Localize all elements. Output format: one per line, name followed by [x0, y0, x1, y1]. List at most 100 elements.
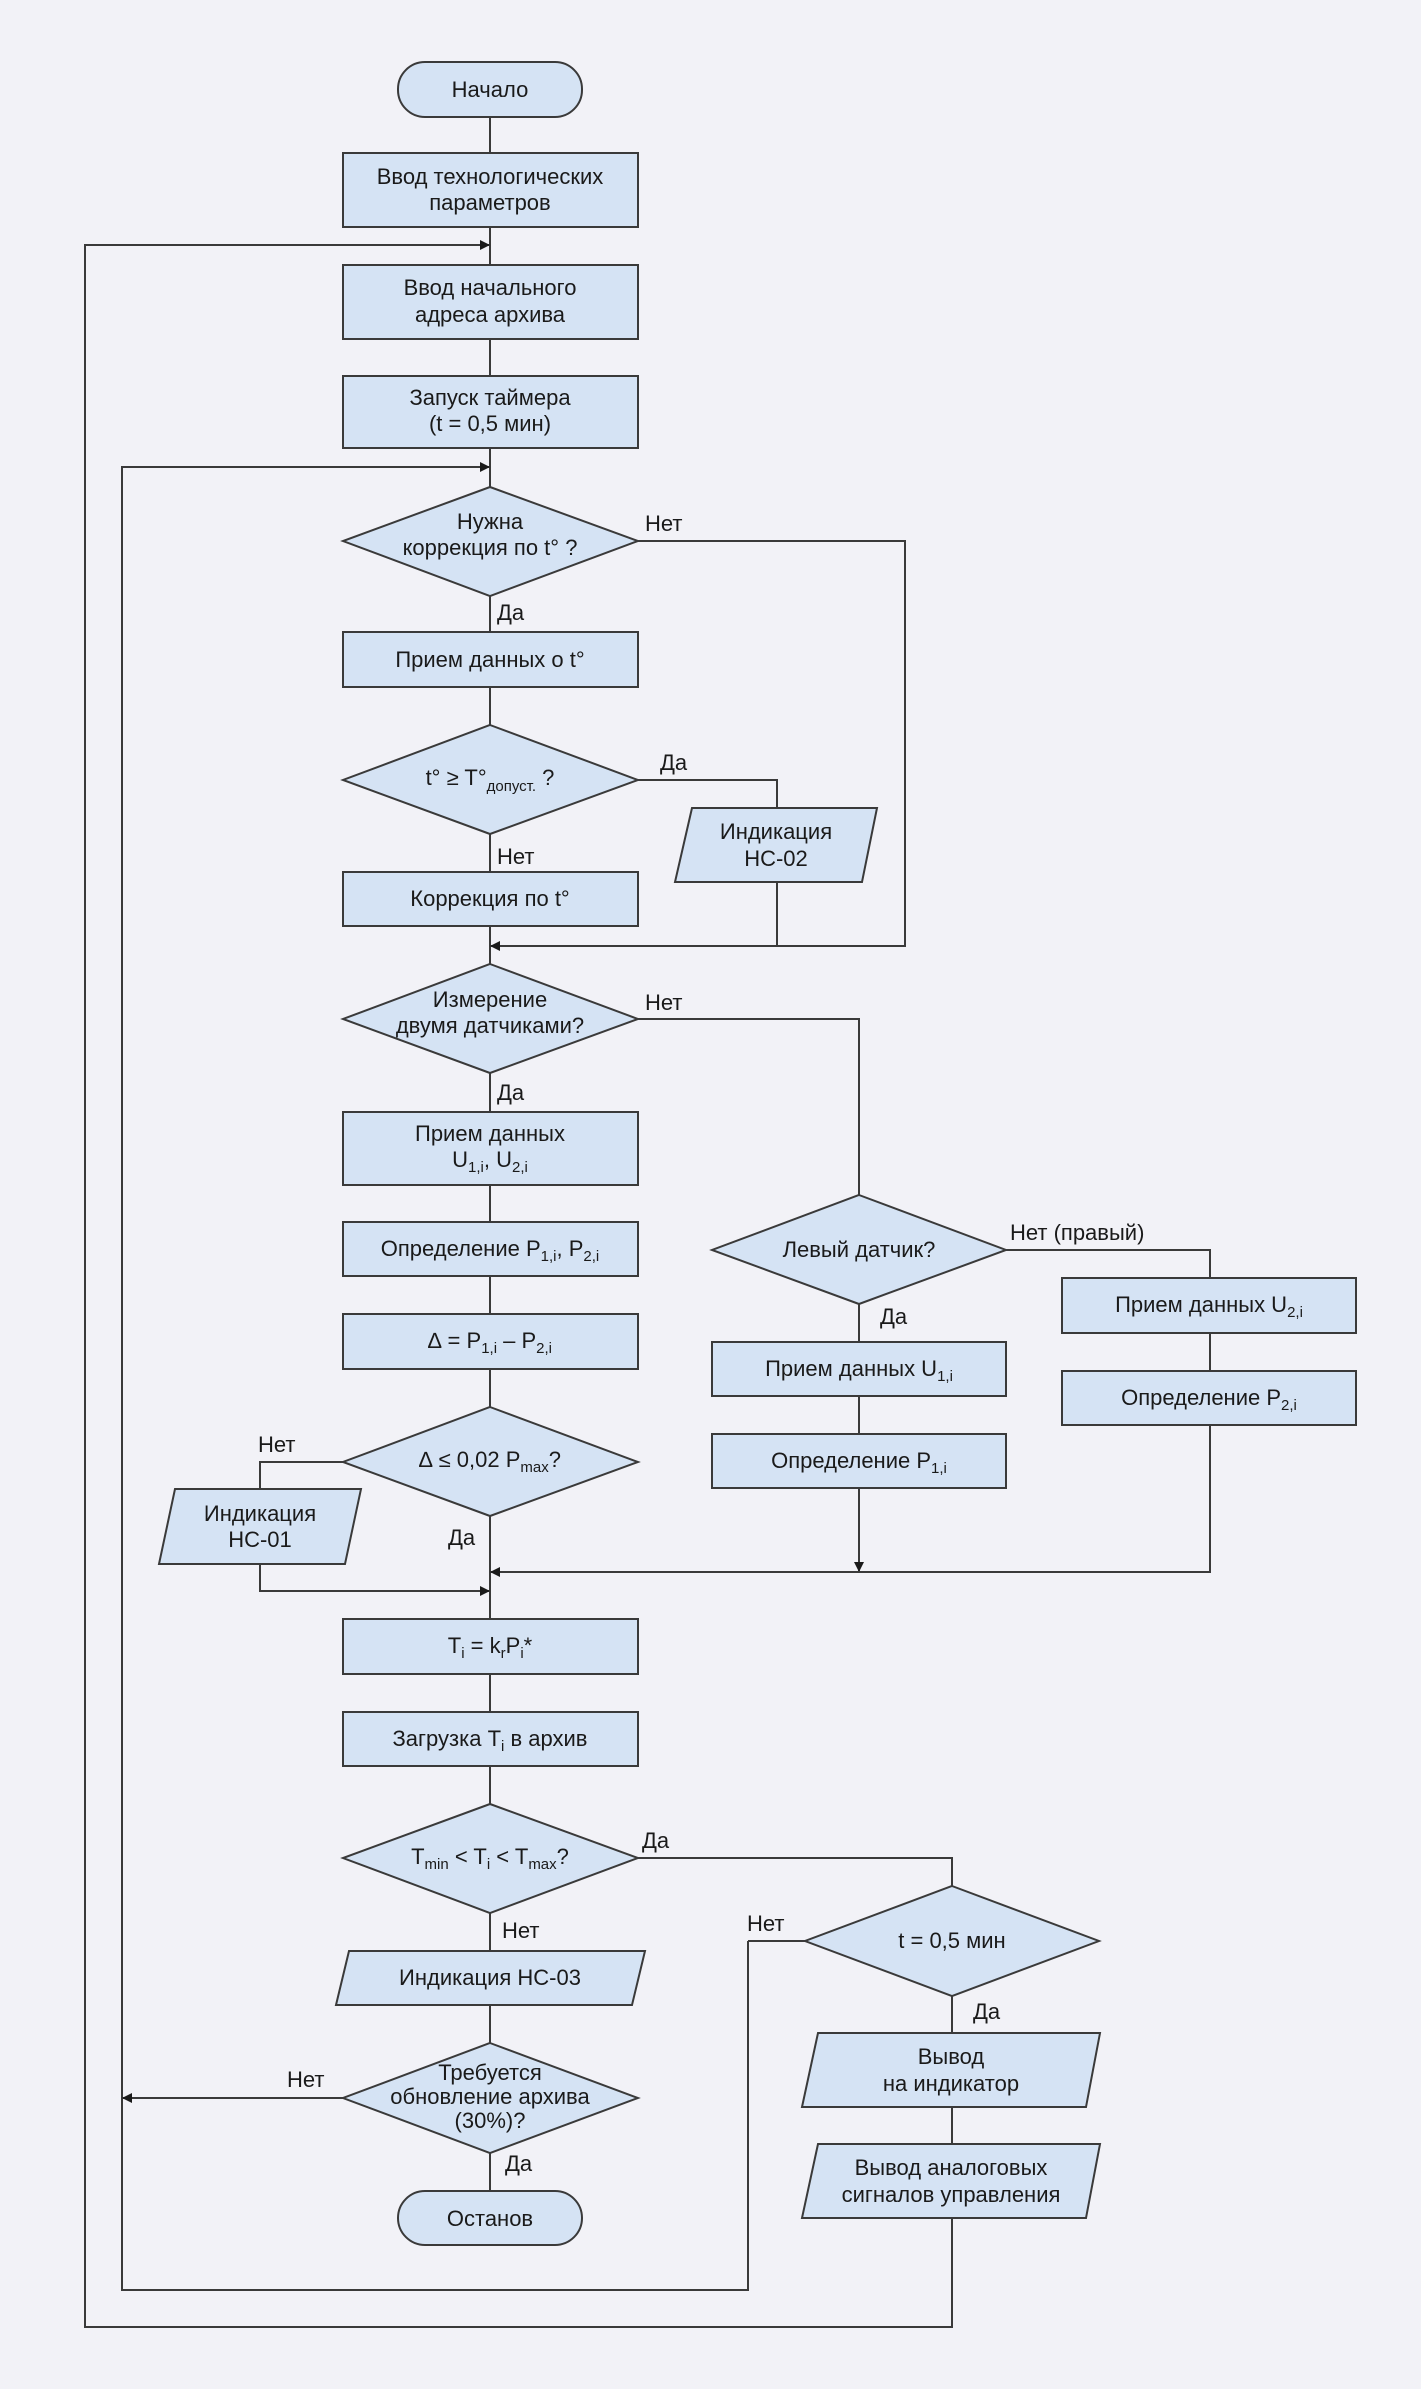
two-sensors-line2: двумя датчиками?: [396, 1013, 584, 1038]
label-tempcheck-yes: Да: [660, 750, 688, 775]
start-label: Начало: [452, 77, 529, 102]
label-need-no: Нет: [645, 511, 682, 536]
t05-label: t = 0,5 мин: [898, 1928, 1005, 1953]
process-ti-calc: [342, 1618, 639, 1675]
node-left-sensor: Левый датчик?: [709, 1193, 1009, 1306]
recv-u1-label: Прием данных U1,i: [765, 1356, 953, 1385]
recv-u12-line1: Прием данных: [415, 1121, 565, 1146]
process-temp-corr: [342, 871, 639, 927]
io-output-ind: [800, 2032, 1102, 2108]
ind-hc01-line2: НС-01: [228, 1527, 292, 1552]
node-tech-params: Ввод технологических параметров: [342, 152, 639, 228]
process-timer: [342, 375, 639, 449]
output-ind-line1: Вывод: [918, 2044, 985, 2069]
io-output-analog: [800, 2143, 1102, 2219]
label-deltacheck-yes: Да: [448, 1525, 476, 1550]
edge-loop-archive: [84, 240, 953, 2328]
edge-defp2-merge: [490, 1425, 1211, 1577]
edge-labels: Нет Да Да Нет Нет Да Нет (правый) Да Нет…: [258, 511, 1144, 2176]
two-sensors-line1: Измерение: [433, 987, 547, 1012]
output-ind-line2: на индикатор: [883, 2071, 1019, 2096]
label-range-no: Нет: [502, 1918, 539, 1943]
edge-deltacheck-no: [259, 1461, 343, 1489]
node-ti-calc: Ti = krPi*: [342, 1618, 639, 1675]
edge-twosensors-no: [638, 1018, 860, 1195]
output-analog-line1: Вывод аналоговых: [855, 2155, 1048, 2180]
label-left-yes: Да: [880, 1304, 908, 1329]
node-timer: Запуск таймера (t = 0,5 мин): [342, 375, 639, 449]
node-load-ti: Загрузка Ti в архив: [342, 1711, 639, 1767]
update-archive-line3: (30%)?: [455, 2108, 526, 2133]
process-def-p2: [1061, 1370, 1357, 1426]
node-ind-hc02: Индикация НС-02: [673, 807, 879, 883]
io-ind-hc03: [334, 1950, 647, 2006]
timer-line1: Запуск таймера: [409, 385, 571, 410]
timer-line2: (t = 0,5 мин): [429, 411, 551, 436]
decision-temp-check: [340, 723, 641, 836]
left-sensor-label: Левый датчик?: [783, 1237, 936, 1262]
decision-update-archive: [340, 2041, 641, 2155]
process-load-ti: [342, 1711, 639, 1767]
process-delta: [342, 1313, 639, 1370]
edge-hc01-merge: [259, 1564, 490, 1596]
label-tempcheck-no: Нет: [497, 844, 534, 869]
node-temp-check: t° ≥ T°допуст. ?: [340, 723, 641, 836]
label-left-no: Нет (правый): [1010, 1220, 1144, 1245]
stop-label: Останов: [447, 2206, 533, 2231]
io-ind-hc02: [673, 807, 879, 883]
terminator-start: [397, 61, 583, 118]
label-t05-yes: Да: [973, 1999, 1001, 2024]
update-archive-line2: обновление архива: [390, 2084, 590, 2109]
edge-loop-timer: [121, 462, 749, 2291]
node-def-p1: Определение P1,i: [711, 1433, 1007, 1489]
process-def-p1: [711, 1433, 1007, 1489]
connectors: [84, 117, 1211, 2328]
node-range-check: Tmin < Ti < Tmax?: [340, 1802, 641, 1915]
ind-hc02-line1: Индикация: [720, 819, 832, 844]
decision-left-sensor: [709, 1193, 1009, 1306]
edge-left-no: [1006, 1249, 1211, 1278]
label-update-no: Нет: [287, 2067, 324, 2092]
node-temp-corr: Коррекция по t°: [342, 871, 639, 927]
node-two-sensors: Измерение двумя датчиками?: [340, 962, 641, 1075]
decision-need-temp-corr: [340, 485, 641, 598]
ind-hc03-label: Индикация НС-03: [399, 1965, 581, 1990]
archive-addr-line2: адреса архива: [415, 302, 566, 327]
node-recv-u1: Прием данных U1,i: [711, 1341, 1007, 1397]
delta-check-label: ∆ ≤ 0,02 Pmax?: [419, 1447, 561, 1476]
label-twosensors-no: Нет: [645, 990, 682, 1015]
node-recv-u2: Прием данных U2,i: [1061, 1277, 1357, 1334]
node-output-ind: Вывод на индикатор: [800, 2032, 1102, 2108]
label-deltacheck-no: Нет: [258, 1432, 295, 1457]
process-tech-params: [342, 152, 639, 228]
delta-label: ∆ = P1,i – P2,i: [428, 1328, 552, 1357]
io-ind-hc01: [157, 1488, 363, 1565]
node-stop: Останов: [397, 2190, 583, 2246]
ti-calc-label: Ti = krPi*: [448, 1633, 533, 1662]
node-delta: ∆ = P1,i – P2,i: [342, 1313, 639, 1370]
label-twosensors-yes: Да: [497, 1080, 525, 1105]
node-need-temp-corr: Нужна коррекция по t° ?: [340, 485, 641, 598]
node-output-analog: Вывод аналоговых сигналов управления: [800, 2143, 1102, 2219]
recv-temp-label: Прием данных о t°: [395, 647, 584, 672]
node-def-p2: Определение P2,i: [1061, 1370, 1357, 1426]
archive-addr-line1: Ввод начального: [404, 275, 577, 300]
label-range-yes: Да: [642, 1828, 670, 1853]
need-temp-corr-line1: Нужна: [457, 509, 524, 534]
node-update-archive: Требуется обновление архива (30%)?: [340, 2041, 641, 2155]
node-t05: t = 0,5 мин: [802, 1884, 1102, 1998]
process-archive-addr: [342, 264, 639, 340]
tech-params-line2: параметров: [429, 190, 550, 215]
tech-params-line1: Ввод технологических: [377, 164, 604, 189]
decision-range-check: [340, 1802, 641, 1915]
load-ti-label: Загрузка Ti в архив: [393, 1726, 588, 1755]
node-recv-temp: Прием данных о t°: [342, 631, 639, 688]
label-need-yes: Да: [497, 600, 525, 625]
node-archive-addr: Ввод начального адреса архива: [342, 264, 639, 340]
process-recv-u12: [342, 1111, 639, 1186]
node-delta-check: ∆ ≤ 0,02 Pmax?: [340, 1405, 641, 1518]
decision-two-sensors: [340, 962, 641, 1075]
need-temp-corr-line2: коррекция по t° ?: [403, 535, 578, 560]
node-def-p12: Определение P1,i, P2,i: [342, 1221, 639, 1277]
